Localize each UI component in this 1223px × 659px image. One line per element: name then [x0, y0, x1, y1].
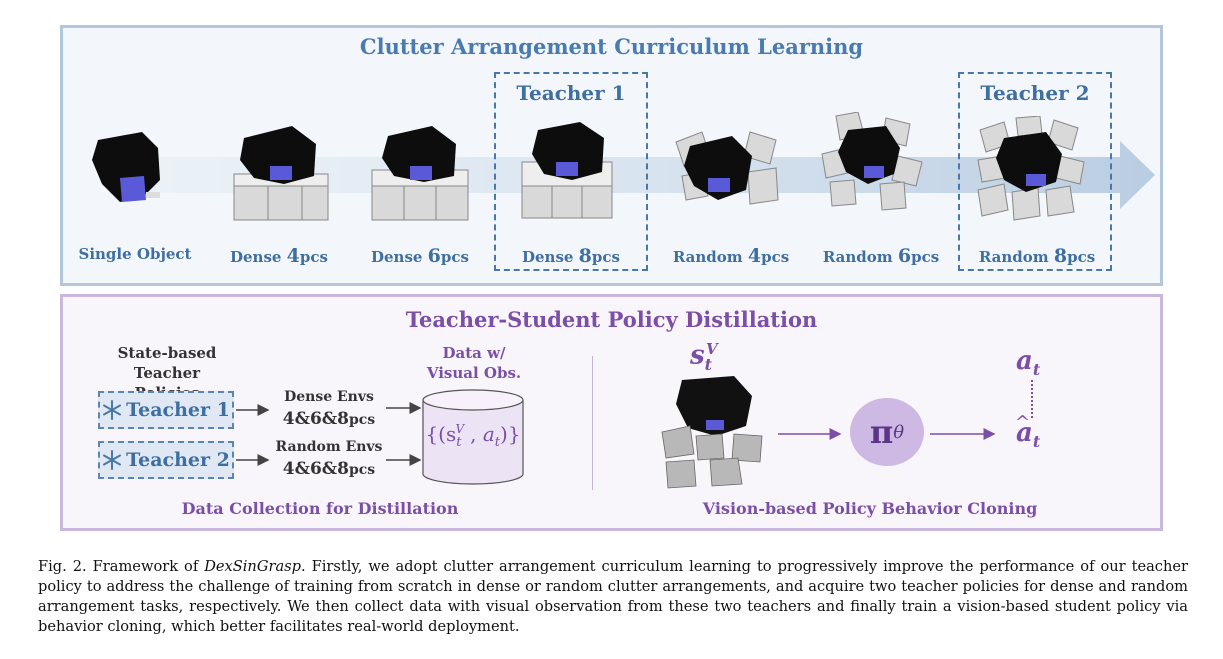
teacher-2-stage-box	[958, 72, 1112, 271]
behavior-cloning-caption: Vision-based Policy Behavior Cloning	[702, 499, 1038, 518]
predicted-action: ^ a t	[1015, 412, 1041, 452]
env-to-data-arrows	[386, 402, 422, 466]
ground-truth-action: at	[1016, 346, 1041, 380]
teacher-1-policy: Teacher 1	[98, 391, 234, 429]
stage-label-dense-6: Dense 6pcs	[371, 245, 469, 267]
stage-label-dense-8: Dense 8pcs	[522, 245, 620, 267]
teacher-1-stage-box	[494, 72, 648, 271]
random-envs-label: Random Envs 4&6&8pcs	[275, 439, 383, 479]
teacher-2-policy: Teacher 2	[98, 441, 234, 479]
point-cloud-observation	[661, 376, 763, 489]
dataset-cylinder	[422, 389, 524, 485]
teacher-to-env-arrows	[236, 404, 270, 466]
distillation-title: Teacher-Student Policy Distillation	[405, 307, 818, 332]
figure-caption: Fig. 2. Framework of DexSinGrasp. Firstl…	[38, 558, 1188, 635]
policy-to-action-arrow	[930, 428, 996, 440]
snowflake-icon	[103, 400, 122, 420]
snowflake-icon	[103, 450, 122, 470]
obs-to-policy-arrow	[778, 428, 842, 440]
data-visual-obs-label: Data w/ Visual Obs.	[426, 344, 522, 382]
scene-random-8	[977, 116, 1085, 221]
curriculum-title: Clutter Arrangement Curriculum Learning	[359, 34, 864, 59]
section-divider	[592, 356, 593, 490]
scene-random-6	[821, 112, 923, 211]
scene-single-object	[92, 132, 160, 202]
action-comparison-line	[1031, 380, 1033, 418]
scene-dense-6	[371, 126, 469, 221]
stage-label-single-object: Single Object	[78, 245, 192, 263]
stage-label-dense-4: Dense 4pcs	[230, 245, 328, 267]
distillation-panel	[60, 294, 1163, 531]
scene-random-4	[675, 131, 779, 205]
teacher-2-stage-title: Teacher 2	[980, 81, 1090, 105]
scene-dense-4	[233, 126, 329, 221]
teacher-1-stage-title: Teacher 1	[516, 81, 626, 105]
stage-label-random-8: Random 8pcs	[978, 245, 1096, 267]
dense-envs-label: Dense Envs 4&6&8pcs	[282, 389, 376, 429]
data-collection-caption: Data Collection for Distillation	[181, 499, 459, 518]
stage-label-random-4: Random 4pcs	[672, 245, 790, 267]
stage-label-random-6: Random 6pcs	[822, 245, 940, 267]
observation-symbol: stV	[690, 340, 718, 374]
dataset-formula: {(stV, at)}	[425, 422, 521, 450]
scene-dense-8	[521, 122, 613, 219]
